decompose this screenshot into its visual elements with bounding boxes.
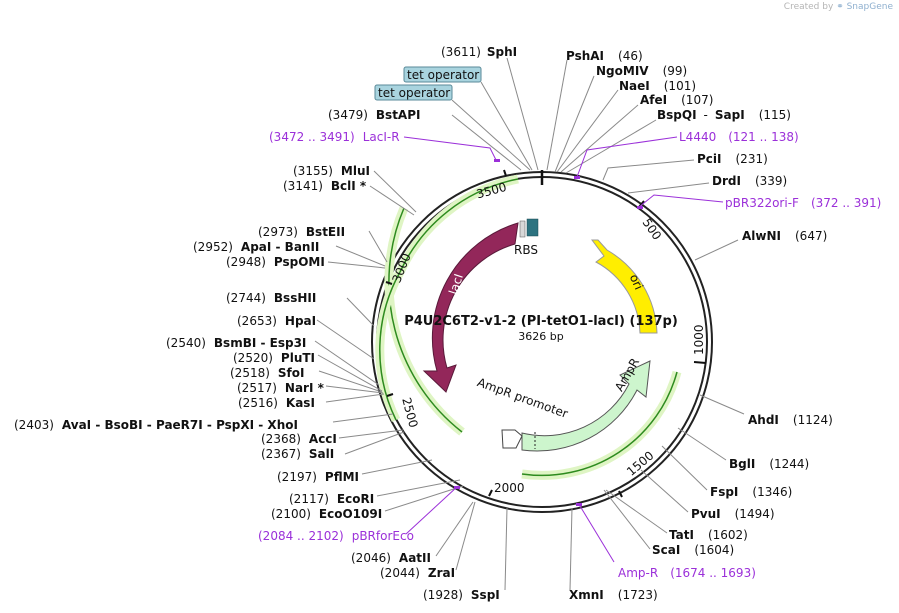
tick-3000 xyxy=(385,281,393,285)
site-afeI: AfeI(107) xyxy=(640,93,713,107)
primer-pbr322ori-f: pBR322ori-F(372 .. 391) xyxy=(725,196,881,210)
promoter-box xyxy=(526,218,539,237)
tick-label-2500: 2500 xyxy=(399,396,420,429)
site-ahdI: AhdI(1124) xyxy=(748,413,833,427)
primer-labels: L4440(121 .. 138) pBR322ori-F(372 .. 391… xyxy=(258,130,881,580)
site-pflMI: (2197)PflMI xyxy=(277,470,359,484)
rbs-marker xyxy=(519,220,526,238)
tick-1000 xyxy=(693,361,707,364)
site-naeI: NaeI(101) xyxy=(619,79,696,93)
tick-label-2000: 2000 xyxy=(494,481,525,495)
site-accI: (2368)AccI xyxy=(261,432,337,446)
site-pciI: PciI(231) xyxy=(697,152,768,166)
site-fspI: FspI(1346) xyxy=(710,485,792,499)
site-bsmBI: (2540)BsmBI - Esp3I xyxy=(166,336,306,350)
site-ngoMIV: NgoMIV(99) xyxy=(596,64,687,78)
ampr-promoter-arrow xyxy=(501,429,523,449)
site-bstEII: (2973)BstEII xyxy=(258,225,345,239)
tet-op1-leader xyxy=(480,81,533,171)
tick-3500 xyxy=(503,169,507,177)
lacI-arrow xyxy=(422,222,519,393)
site-bspQI: BspQI-SapI(115) xyxy=(657,108,791,122)
tet-op2-leader xyxy=(451,99,531,171)
site-narI: (2517)NarI * xyxy=(237,381,325,395)
primer-laci-r: (3472 .. 3491)LacI-R xyxy=(269,130,400,144)
site-alwNI: AlwNI(647) xyxy=(742,229,827,243)
ori-label: ori xyxy=(627,272,646,292)
tet-operator-box-1 xyxy=(403,66,482,83)
leader-lines xyxy=(314,57,745,591)
site-pvuI: PvuI(1494) xyxy=(691,507,775,521)
ampr-cds-arc xyxy=(521,371,678,477)
site-pspOMI: (2948)PspOMI xyxy=(226,255,325,269)
site-tatI: TatI(1602) xyxy=(669,528,748,542)
site-sspI: (1928)SspI xyxy=(423,588,500,602)
site-ecoO109I: (2100)EcoO109I xyxy=(271,507,382,521)
site-scaI: ScaI(1604) xyxy=(652,543,734,557)
site-pluTI: (2520)PluTI xyxy=(233,351,315,365)
site-sfoI: (2518)SfoI xyxy=(230,366,304,380)
primer-leaders xyxy=(403,136,724,563)
site-xmnI: XmnI(1723) xyxy=(569,588,658,602)
site-kasI: (2516)KasI xyxy=(238,396,315,410)
lacI-top-arc xyxy=(399,178,519,273)
plasmid-size: 3626 bp xyxy=(518,330,563,343)
primer-amp-r: Amp-R(1674 .. 1693) xyxy=(618,566,756,580)
site-zraI: (2044)ZraI xyxy=(380,566,455,580)
rbs-label: RBS xyxy=(514,243,538,257)
site-salI: (2367)SalI xyxy=(261,447,334,461)
site-ecoRI: (2117)EcoRI xyxy=(289,492,374,506)
site-sphI: (3611)SphI xyxy=(441,45,517,59)
site-bclI: (3141)BclI * xyxy=(283,179,367,193)
site-apaI-banII: (2952)ApaI - BanII xyxy=(193,240,319,254)
tet-operator-box-2 xyxy=(374,84,453,101)
tet-operator-label-1: tet operator xyxy=(407,68,479,82)
ampr-arrow xyxy=(521,360,651,452)
tick-1500 xyxy=(618,490,623,498)
site-hpaI: (2653)HpaI xyxy=(237,314,316,328)
ori-arrow xyxy=(591,239,658,334)
tick-2000 xyxy=(488,489,493,497)
primer-pbrforeco: (2084 .. 2102)pBRforEco xyxy=(258,529,414,543)
ampr-promoter-label: AmpR promoter xyxy=(475,375,569,421)
site-avaI-group: (2403)AvaI - BsoBI - PaeR7I - PspXI - Xh… xyxy=(14,418,298,432)
site-mluI: (3155)MluI xyxy=(293,164,370,178)
site-drdI: DrdI(339) xyxy=(712,174,787,188)
snapgene-logo: ⚭ SnapGene xyxy=(836,2,893,12)
site-pshAI: PshAI(46) xyxy=(566,49,643,63)
site-bstAPI: (3479)BstAPI xyxy=(328,108,420,122)
tet-operator-label-2: tet operator xyxy=(378,86,450,100)
credit-brand: SnapGene xyxy=(846,2,893,12)
site-bglI: BglI(1244) xyxy=(729,457,809,471)
lacI-cds-arc xyxy=(388,207,463,433)
plasmid-name: P4U2C6T2-v1-2 (PI-tetO1-lacI) (137p) xyxy=(404,314,678,329)
snapgene-credit: Created by ⚭ SnapGene xyxy=(784,2,893,12)
credit-text: Created by xyxy=(783,2,834,12)
site-labels: (3611)SphI PshAI(46) NgoMIV(99) NaeI(101… xyxy=(14,45,833,602)
lacI-label: lacI xyxy=(446,272,466,296)
lacI-left-arc xyxy=(379,271,401,421)
tick-2500 xyxy=(386,393,394,397)
primer-l4440: L4440(121 .. 138) xyxy=(679,130,799,144)
site-aatII: (2046)AatII xyxy=(351,551,431,565)
tick-label-1000: 1000 xyxy=(692,324,706,355)
site-bssHII: (2744)BssHII xyxy=(226,291,316,305)
